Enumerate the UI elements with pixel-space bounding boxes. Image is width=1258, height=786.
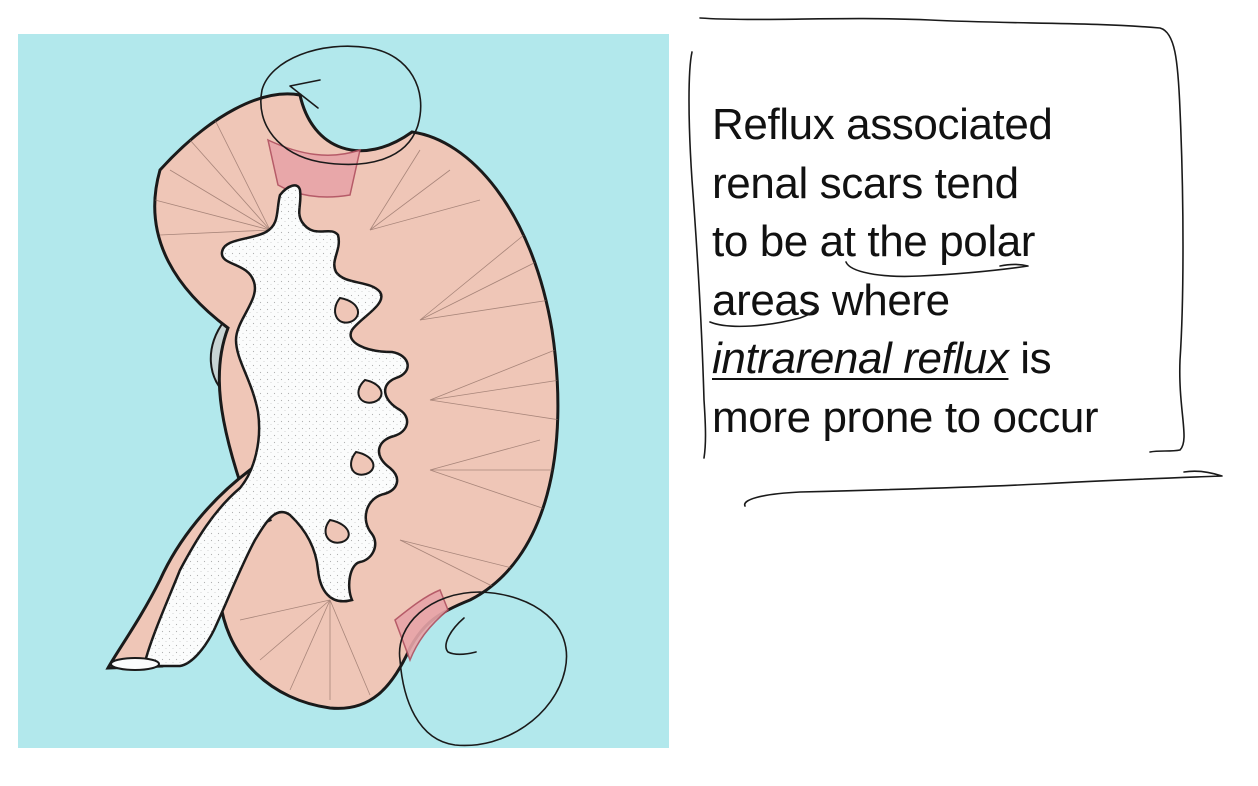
note-text: Reflux associated renal scars tend to be… xyxy=(712,96,1152,447)
ureter-opening xyxy=(110,657,160,671)
medullary-striations xyxy=(154,119,558,700)
note-line-6: more prone to occur xyxy=(712,392,1099,442)
note-line-4: areas where xyxy=(712,275,950,325)
note-line-5: intrarenal reflux is xyxy=(712,330,1152,389)
note-line-3: to be at the polar xyxy=(712,217,1036,266)
note-line-5-rest: is xyxy=(1008,334,1052,383)
note-line-2: renal scars tend xyxy=(712,158,1019,208)
note-line-1: Reflux associated xyxy=(712,100,1053,149)
renal-papillae xyxy=(324,296,383,544)
intrarenal-reflux-term: intrarenal reflux xyxy=(712,334,1009,383)
